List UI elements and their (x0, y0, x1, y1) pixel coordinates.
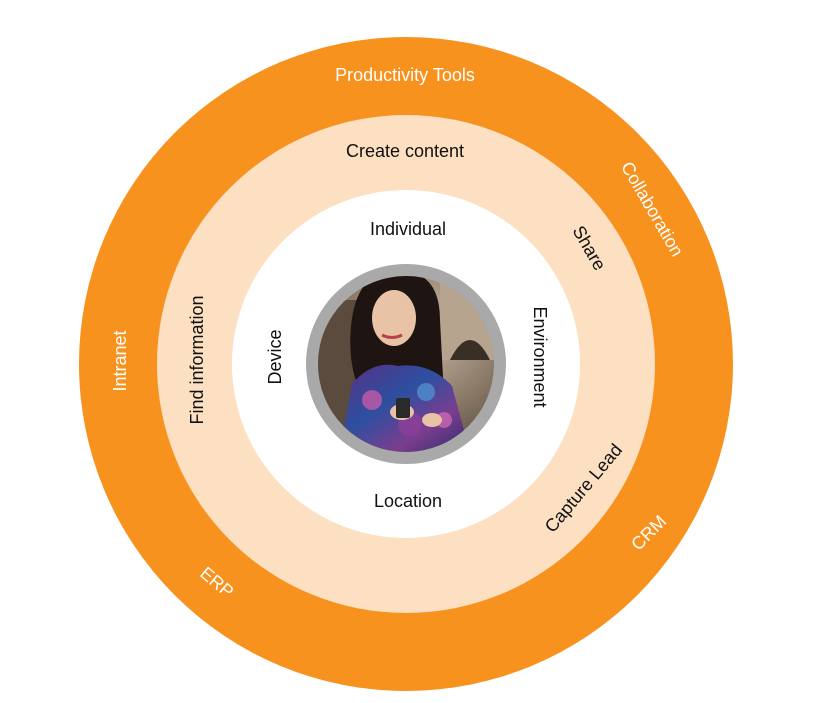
label-intranet: Intranet (110, 330, 130, 391)
label-device: Device (265, 329, 285, 384)
person-photo-icon (318, 276, 494, 452)
label-find-information: Find information (187, 295, 207, 424)
center-photo (306, 264, 506, 464)
label-environment: Environment (530, 306, 550, 407)
label-individual: Individual (370, 219, 446, 239)
label-productivity-tools: Productivity Tools (335, 65, 475, 85)
label-location: Location (374, 491, 442, 511)
label-create-content: Create content (346, 141, 464, 161)
